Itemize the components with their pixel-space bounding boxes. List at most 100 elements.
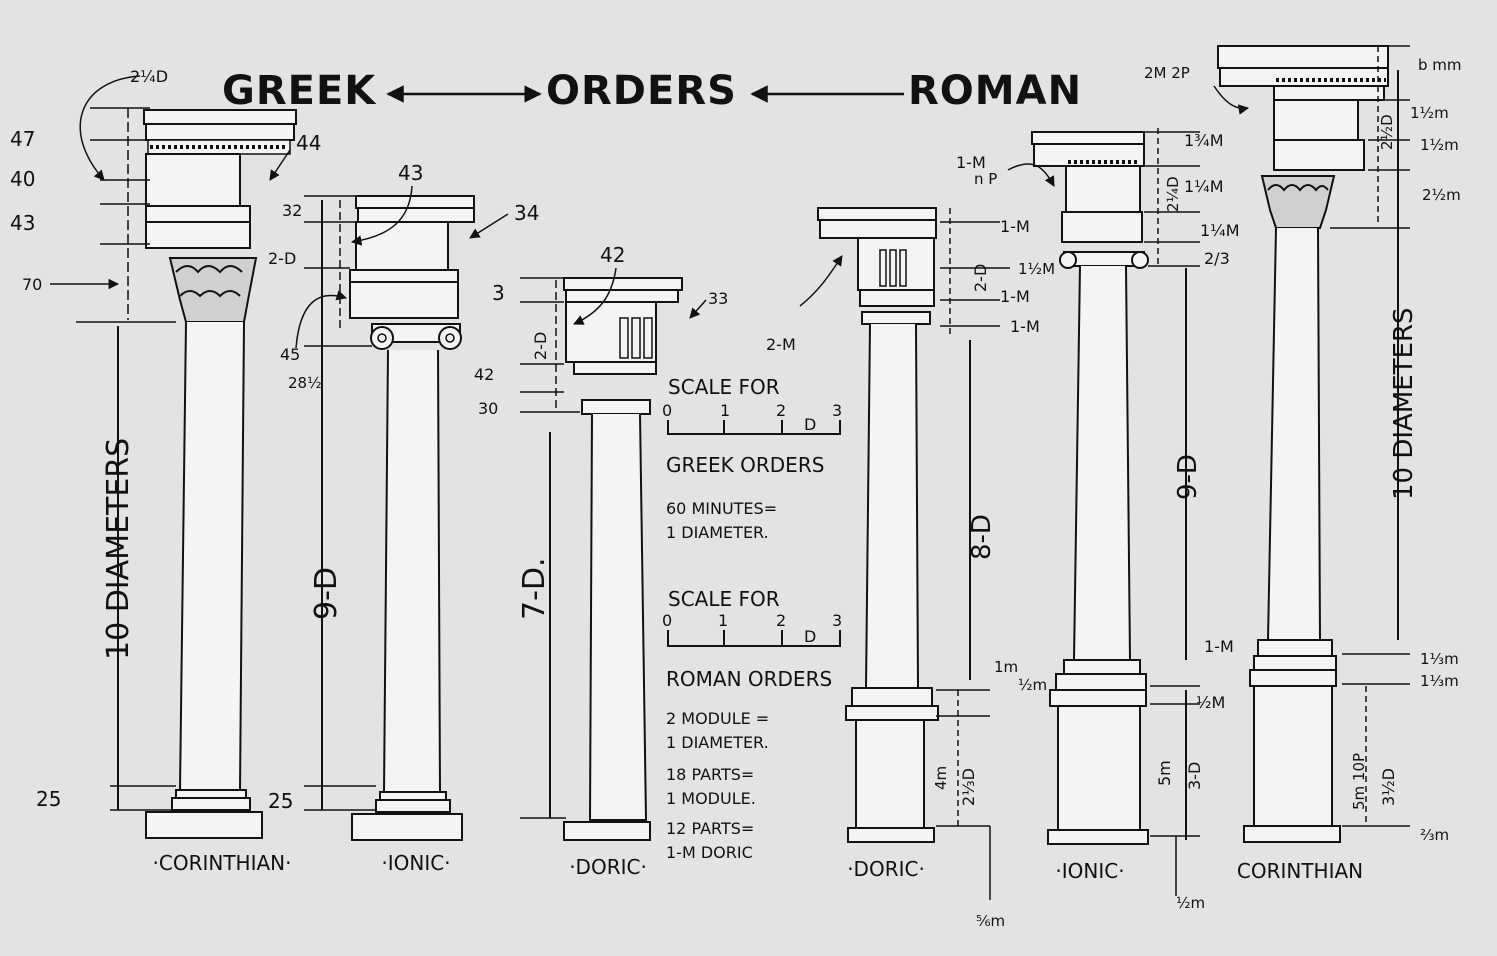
dim-label: 43 xyxy=(398,161,423,185)
dim-label: 40 xyxy=(10,167,35,191)
roman-doric-name: ·DORIC· xyxy=(847,857,925,881)
roman-ionic-shaft xyxy=(1072,265,1132,661)
dim-label: 1¾M xyxy=(1184,131,1224,150)
roman-doric-pedestal xyxy=(855,719,925,829)
greek-note: 60 MINUTES= xyxy=(666,499,777,518)
doric-shaft xyxy=(588,413,648,821)
scale-tick-label: 1 xyxy=(718,611,728,630)
roman-corinthian-height: 10 DIAMETERS xyxy=(1389,307,1419,500)
dim-label: 2⅓D xyxy=(959,768,978,806)
roman-ionic-name: ·IONIC· xyxy=(1055,859,1124,883)
dim-label: 1¼M xyxy=(1200,221,1240,240)
ionic-shaft xyxy=(382,349,442,793)
ionic-plinth xyxy=(351,813,463,841)
scale-tick-label: 1 xyxy=(720,401,730,420)
roman-scale-bar xyxy=(667,630,841,647)
dim-label: 2½m xyxy=(1422,186,1461,204)
dim-label: 1-M xyxy=(1204,637,1234,656)
dim-label: 70 xyxy=(22,275,42,294)
scale-tick-label: 2 xyxy=(776,611,786,630)
roman-note: 18 PARTS= xyxy=(666,765,754,784)
greek-doric-order: 42 3 33 2-D 42 30 7-D. ·DORIC· xyxy=(474,243,728,879)
greek-scale-block: SCALE FOR 0 1 2 3 D GREEK ORDERS 60 MINU… xyxy=(662,375,842,542)
greek-scale-heading: SCALE FOR xyxy=(668,375,780,399)
dim-label: 45 xyxy=(280,345,300,364)
dim-label: 1-M xyxy=(1000,217,1030,236)
dim-label: 5m 10P xyxy=(1350,753,1368,810)
roman-ionic-order: 1-M n P 1¾M 1¼M 1¼M 2¼D 2/3 1-M ½M 5m 3-… xyxy=(956,128,1240,912)
roman-note: 1 MODULE. xyxy=(666,789,756,808)
greek-corinthian-order: 2¼D 47 40 43 70 44 25 10 DIAMETERS ·CORI… xyxy=(10,67,321,875)
dim-label: 4m xyxy=(932,766,950,790)
dim-label: 2¼D xyxy=(1164,176,1182,212)
dim-label: 43 xyxy=(10,211,35,235)
greek-ionic-name: ·IONIC· xyxy=(381,851,450,875)
roman-scale-heading: SCALE FOR xyxy=(668,587,780,611)
scale-tick-label: 3 xyxy=(832,401,842,420)
dim-label: n P xyxy=(974,170,997,188)
dim-label: 1m xyxy=(994,658,1018,676)
dim-label: 47 xyxy=(10,127,35,151)
dim-label: 3-D xyxy=(1185,762,1204,790)
dim-label: 2-D xyxy=(531,332,550,360)
dim-label: ½M xyxy=(1196,693,1225,712)
dim-label: 44 xyxy=(296,131,321,155)
greek-corinthian-name: ·CORINTHIAN· xyxy=(153,851,292,875)
roman-scale-orders: ROMAN ORDERS xyxy=(666,667,832,691)
dim-label: 25 xyxy=(268,789,293,813)
dim-label: 42 xyxy=(600,243,625,267)
scale-tick-label: 0 xyxy=(662,611,672,630)
corinthian-shaft xyxy=(178,321,245,791)
dim-label: 1½m xyxy=(1410,104,1449,122)
title-greek: GREEK xyxy=(222,68,377,114)
greek-doric-name: ·DORIC· xyxy=(569,855,647,879)
dim-label: 2-D xyxy=(971,264,990,292)
dim-label: ½m xyxy=(1018,676,1047,694)
dim-label: b mm xyxy=(1418,56,1462,74)
scale-tick-label: 0 xyxy=(662,401,672,420)
greek-corinthian-height: 10 DIAMETERS xyxy=(101,438,136,660)
dim-label: 1½m xyxy=(1420,136,1459,154)
greek-note: 1 DIAMETER. xyxy=(666,523,769,542)
greek-scale-bar xyxy=(667,420,841,435)
roman-doric-order: 1-M 1½M 1-M 1-M 2-M 2-D 1m ½m 4m 2⅓D ⅚m … xyxy=(766,207,1055,930)
title-roman: ROMAN xyxy=(908,68,1082,114)
dim-label: 42 xyxy=(474,365,494,384)
scale-tick-label: 3 xyxy=(832,611,842,630)
doric-capital xyxy=(581,399,651,415)
title-row: GREEK ORDERS ROMAN xyxy=(222,68,1082,114)
dim-label: 30 xyxy=(478,399,498,418)
scale-unit: D xyxy=(804,415,816,434)
dim-label: 1½M xyxy=(1018,260,1055,278)
roman-corinthian-name: CORINTHIAN xyxy=(1237,859,1363,883)
roman-corinthian-pedestal xyxy=(1253,685,1333,827)
dim-label: 28½ xyxy=(288,374,322,392)
dim-label: 3 xyxy=(492,281,505,305)
dim-label: 2¼D xyxy=(130,67,168,86)
roman-doric-capital xyxy=(861,311,931,325)
dim-label: 1-M xyxy=(1010,317,1040,336)
dim-label: 1⅓m xyxy=(1420,650,1459,668)
roman-note: 2 MODULE = xyxy=(666,709,769,728)
dim-label: 32 xyxy=(282,201,302,220)
dim-label: 2-M xyxy=(766,335,796,354)
dim-label: 3½D xyxy=(1379,768,1398,806)
dim-label: 2½D xyxy=(1378,114,1396,150)
corinthian-plinth xyxy=(145,811,263,839)
roman-note: 12 PARTS= xyxy=(666,819,754,838)
dim-label: 34 xyxy=(514,201,539,225)
roman-corinthian-capital xyxy=(1260,175,1336,229)
dim-label: ½m xyxy=(1176,894,1205,912)
roman-note: 1-M DORIC xyxy=(666,843,753,862)
roman-doric-shaft xyxy=(864,323,920,689)
dim-label: 1-M xyxy=(956,153,986,172)
dim-label: 2/3 xyxy=(1204,249,1230,268)
roman-scale-block: SCALE FOR 0 1 2 3 D ROMAN ORDERS 2 MODUL… xyxy=(662,587,842,862)
dim-label: 2M 2P xyxy=(1144,64,1190,82)
dim-label: 1¼M xyxy=(1184,177,1224,196)
title-orders: ORDERS xyxy=(546,68,737,114)
roman-ionic-pedestal xyxy=(1057,705,1141,831)
roman-corinthian-order: 2M 2P b mm 1½m 2½D 1½m 2½m 1⅓m 1⅓m 5m 10… xyxy=(1144,45,1462,883)
scale-tick-label: 2 xyxy=(776,401,786,420)
